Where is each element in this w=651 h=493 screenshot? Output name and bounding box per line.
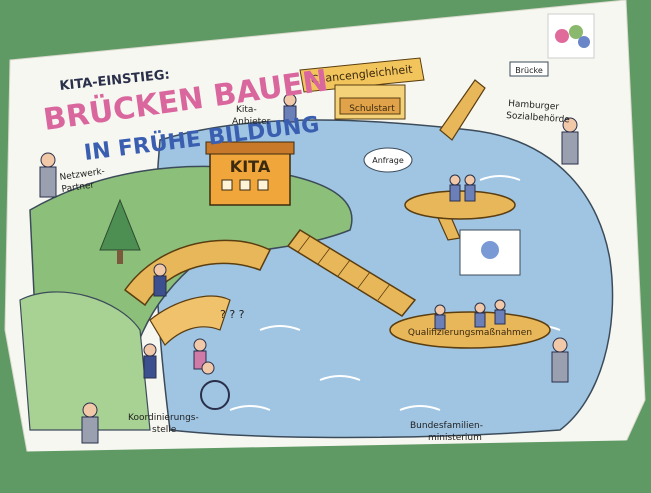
chancengleichheit-banner — [299, 57, 425, 120]
left-hill — [19, 291, 151, 431]
bruecke-sign — [509, 61, 549, 77]
label-koordinierungsstelle-1: Koordinierungs- — [128, 413, 199, 423]
label-netzwerk-partner-2: Partner — [61, 180, 95, 194]
logo-icon — [547, 13, 595, 59]
label-bundesfamilienministerium-2: ministerium — [428, 433, 482, 443]
bridge-planks — [297, 235, 391, 301]
question-marks: ? ? ? — [220, 308, 245, 321]
platform-bottom — [389, 311, 551, 349]
label-bundesfamilienministerium-1: Bundesfamilien- — [410, 421, 483, 431]
label-koordinierungsstelle-2: stelle — [152, 425, 177, 435]
anfrage-label: Anfrage — [372, 156, 404, 165]
label-hamburger-sozialbehoerde-2: Sozialbehörde — [506, 111, 571, 125]
kita-building-label: KITA — [230, 157, 271, 176]
schulstart-label: Schulstart — [349, 104, 395, 114]
bruecke-label: Brücke — [515, 66, 543, 75]
bridge-left — [123, 239, 272, 307]
people-figures — [39, 93, 579, 444]
torn-edge — [0, 440, 651, 493]
bridge-left-lower — [149, 295, 231, 346]
label-kita-anbieter-1: Kita- — [236, 105, 257, 115]
label-kita-anbieter-2: Anbieter — [232, 117, 271, 127]
label-qualifizierung: Qualifizierungsmaßnahmen — [408, 328, 532, 338]
tree-icon — [99, 198, 141, 264]
anfrage-bubble — [363, 147, 413, 173]
qualification-board — [459, 229, 521, 276]
wheelchair-icon — [200, 361, 230, 410]
label-hamburger-sozialbehoerde-1: Hamburger — [508, 99, 560, 113]
bridge-center — [286, 229, 417, 317]
kita-building-icon — [205, 141, 295, 206]
